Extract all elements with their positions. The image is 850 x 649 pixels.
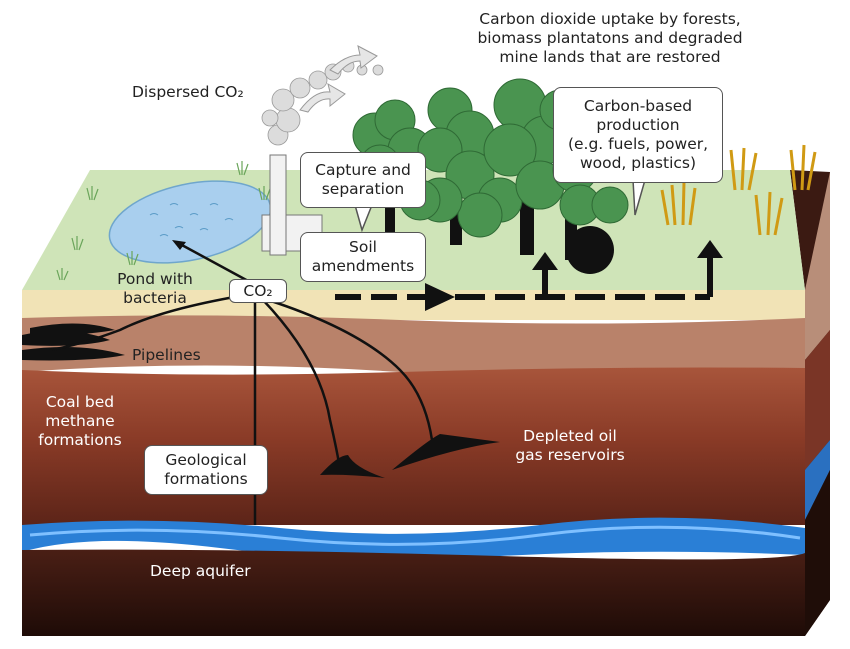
depleted-line-2: gas reservoirs [515, 446, 625, 464]
carbon-line-4: wood, plastics) [579, 154, 697, 172]
pond-label: Pond with bacteria [100, 270, 210, 308]
pipelines-label: Pipelines [132, 346, 201, 364]
soil-line-2: amendments [311, 257, 415, 275]
coal-line-2: methane [45, 412, 115, 430]
pond-line-1: Pond with [117, 270, 193, 288]
co2-box: CO₂ [229, 279, 287, 303]
layer-rock [22, 367, 805, 525]
pond-arrow [179, 242, 251, 284]
uptake-line-3: mine lands that are restored [499, 48, 721, 66]
co2-text: CO₂ [243, 281, 273, 300]
uptake-line-1: Carbon dioxide uptake by forests, [479, 10, 741, 28]
pipelines [49, 294, 434, 525]
soil-line-1: Soil [349, 238, 377, 256]
layer-subsoil [22, 315, 805, 379]
reservoir-2 [392, 434, 500, 470]
coal-line-3: formations [38, 431, 122, 449]
carbon-line-3: (e.g. fuels, power, [567, 135, 709, 153]
capture-line-2: separation [321, 180, 405, 198]
smoke-arrow-2 [329, 45, 378, 75]
biomass-plants [660, 144, 817, 236]
geological-formations-box: Geological formations [144, 445, 268, 495]
geological-line-1: Geological [165, 451, 247, 469]
geological-line-2: formations [164, 470, 248, 488]
dispersed-co2-label: Dispersed CO₂ [132, 83, 244, 101]
soil-amendments-box: Soil amendments [300, 232, 426, 282]
coal-line-1: Coal bed [45, 393, 115, 411]
capture-line-1: Capture and [315, 161, 411, 179]
deep-aquifer-label: Deep aquifer [150, 562, 251, 580]
smoke-arrow-1 [299, 82, 346, 113]
factory-chimney [269, 154, 287, 256]
uptake-caption: Carbon dioxide uptake by forests, biomas… [450, 10, 770, 67]
depleted-reservoirs-label: Depleted oil gas reservoirs [500, 427, 640, 465]
capture-separation-box: Capture and separation [300, 152, 426, 208]
carbon-based-production-box: Carbon-based production (e.g. fuels, pow… [553, 87, 723, 183]
carbon-flow-arrow [335, 258, 713, 300]
carbon-line-1: Carbon-based [583, 97, 693, 115]
pond-line-2: bacteria [123, 289, 187, 307]
layer-deep [22, 549, 805, 636]
coal-seams [22, 323, 125, 361]
reservoir-1 [320, 455, 385, 478]
depleted-line-1: Depleted oil [523, 427, 617, 445]
coal-bed-label: Coal bed methane formations [25, 393, 135, 450]
carbon-line-2: production [596, 116, 680, 134]
uptake-line-2: biomass plantatons and degraded [477, 29, 743, 47]
